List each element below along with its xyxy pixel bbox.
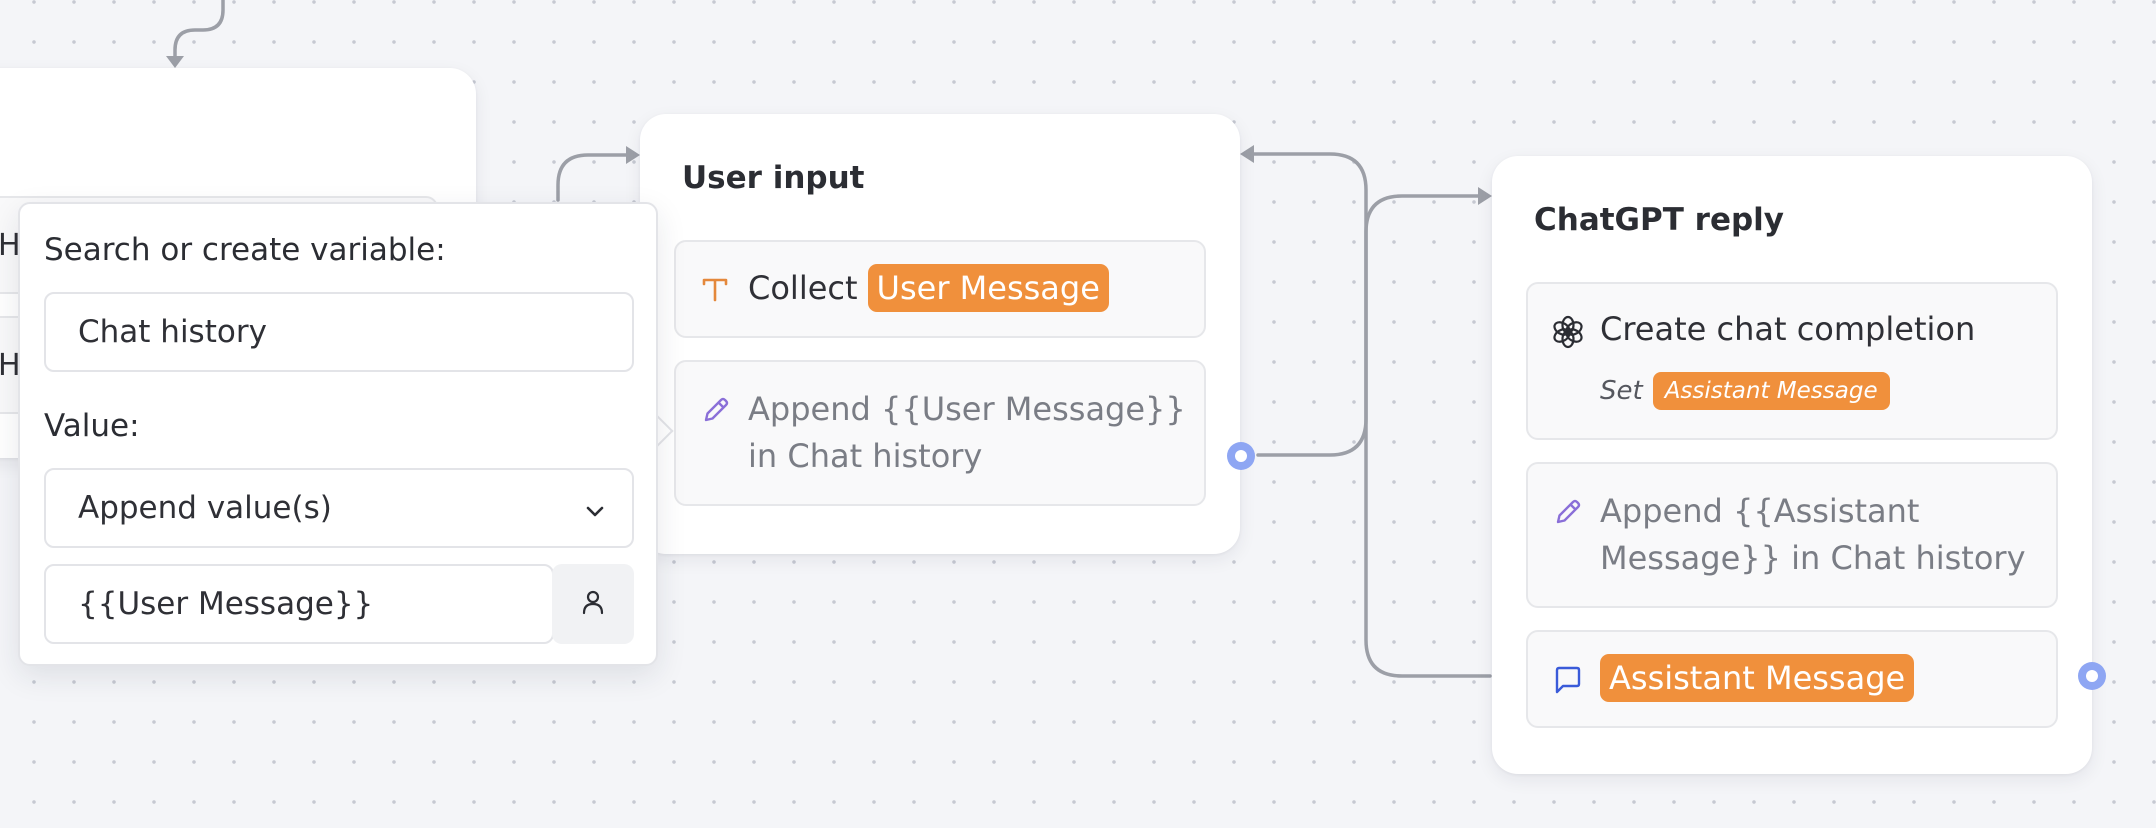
value-input[interactable]: {{User Message}} — [44, 564, 554, 644]
text-bubble-block[interactable]: Assistant Message — [1526, 630, 2058, 728]
chat-bubble-icon — [1552, 664, 1584, 696]
arrowhead-top — [166, 56, 184, 68]
edge-top-incoming — [173, 0, 225, 60]
append-text: Append {{User Message}} in Chat history — [748, 390, 1186, 475]
user-icon — [579, 588, 607, 620]
collect-row: Collect User Message — [748, 264, 1109, 312]
collect-prefix: Collect — [748, 269, 858, 307]
set-variable-block[interactable]: Append {{User Message}} in Chat history — [674, 360, 1206, 506]
group-title: ChatGPT reply — [1534, 202, 1784, 238]
arrowhead-loop — [1240, 145, 1254, 163]
set-variable-block[interactable]: Append {{Assistant Message}} in Chat his… — [1526, 462, 2058, 608]
openai-icon — [1550, 314, 1586, 350]
set-row: Set Assistant Message — [1600, 372, 1890, 410]
variable-search-input[interactable]: Chat history — [44, 292, 634, 372]
group-title: User input — [682, 160, 865, 196]
pencil-icon — [1552, 496, 1584, 528]
pencil-icon — [700, 394, 732, 426]
chevron-down-icon — [582, 496, 608, 532]
value-type-text: Append value(s) — [78, 490, 332, 526]
arrowhead-chatgpt — [1478, 187, 1492, 205]
edge-user-input-to-chatgpt — [1256, 194, 1482, 457]
bubble-row: Assistant Message — [1600, 654, 1915, 702]
edge-into-user-input — [556, 153, 630, 202]
variable-pill-assistant-message: Assistant Message — [1652, 372, 1890, 410]
completion-title: Create chat completion — [1600, 310, 1976, 348]
set-variable-popover: Search or create variable: Chat history … — [18, 202, 658, 666]
output-port-chatgpt[interactable] — [2078, 662, 2106, 690]
variable-pill-assistant-message: Assistant Message — [1600, 654, 1915, 702]
set-prefix: Set — [1600, 376, 1643, 406]
append-text: Append {{Assistant Message}} in Chat his… — [1600, 492, 2026, 577]
value-type-select[interactable]: Append value(s) — [44, 468, 634, 548]
output-port-user-input[interactable] — [1227, 442, 1255, 470]
openai-block[interactable]: Create chat completion Set Assistant Mes… — [1526, 282, 2058, 440]
text-t-icon — [700, 274, 730, 304]
user-input-group[interactable]: User input Collect User Message Append {… — [640, 114, 1240, 554]
arrowhead-user-input — [626, 146, 640, 164]
value-label: Value: — [44, 408, 140, 444]
chatgpt-reply-group[interactable]: ChatGPT reply Create chat completion Set… — [1492, 156, 2092, 774]
variable-pill-user-message: User Message — [867, 264, 1109, 312]
edge-loop-back — [1250, 152, 1492, 678]
insert-variable-button[interactable] — [552, 564, 634, 644]
search-variable-label: Search or create variable: — [44, 232, 446, 268]
collect-text-block[interactable]: Collect User Message — [674, 240, 1206, 338]
